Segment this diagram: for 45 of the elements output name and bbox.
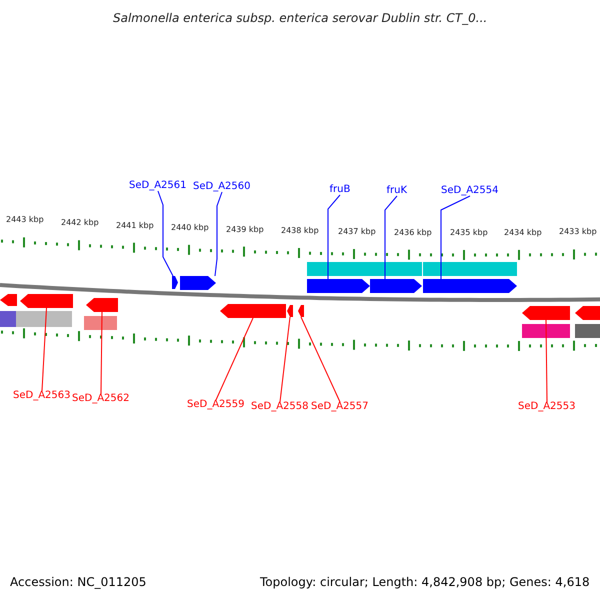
leader-line xyxy=(440,196,470,280)
scale-label: 2442 kbp xyxy=(61,219,99,228)
scale-label: 2438 kbp xyxy=(281,227,319,236)
gene-feature xyxy=(86,298,118,312)
gene-label: SeD_A2560 xyxy=(193,182,250,192)
gene-label: SeD_A2558 xyxy=(251,402,308,412)
scale-label: 2437 kbp xyxy=(338,228,376,236)
leader-line xyxy=(280,316,290,402)
gene-feature xyxy=(20,294,73,308)
leader-line xyxy=(328,194,340,280)
gene-feature xyxy=(180,276,216,290)
gene-feature xyxy=(522,306,570,320)
scale-label: 2434 kbp xyxy=(504,228,542,237)
scale-label: 2435 kbp xyxy=(450,228,488,237)
scale-label: 2439 kbp xyxy=(226,226,264,234)
leader-line xyxy=(42,308,47,392)
gene-feature xyxy=(370,279,422,293)
gene-label: SeD_A2563 xyxy=(13,391,70,401)
genome-info-text: Topology: circular; Length: 4,842,908 bp; Genes: 4,618 xyxy=(260,576,590,588)
scale-label: 2441 kbp xyxy=(116,222,154,230)
scale-label: 2433 kbp xyxy=(559,228,597,236)
leader-line xyxy=(216,318,254,400)
gene-label: SeD_A2561 xyxy=(129,181,186,191)
gene-feature xyxy=(298,305,304,317)
leader-line xyxy=(214,192,222,276)
gene-feature xyxy=(307,279,370,293)
scale-label: 2436 kbp xyxy=(394,228,432,237)
gene-label: fruB xyxy=(330,185,350,195)
leader-line xyxy=(546,320,548,402)
accession-text: Accession: NC_011205 xyxy=(10,576,146,588)
gene-label: SeD_A2559 xyxy=(187,400,244,410)
leader-line xyxy=(158,190,174,276)
leader-line xyxy=(384,196,398,280)
leader-line xyxy=(100,312,102,394)
scale-label: 2440 kbp xyxy=(171,224,209,232)
gene-label: SeD_A2553 xyxy=(518,402,576,412)
gene-feature xyxy=(423,279,517,293)
map-title: Salmonella enterica subsp. enterica serovar Dublin str. CT_0... xyxy=(113,12,488,24)
gene-label: SeD_A2557 xyxy=(311,402,368,412)
gene-label: fruK xyxy=(386,186,408,196)
gene-label: SeD_A2554 xyxy=(441,186,498,196)
leader-line xyxy=(300,316,340,402)
gene-label: SeD_A2562 xyxy=(72,394,130,404)
gene-feature xyxy=(172,276,178,289)
scale-label: 2443 kbp xyxy=(6,216,44,224)
